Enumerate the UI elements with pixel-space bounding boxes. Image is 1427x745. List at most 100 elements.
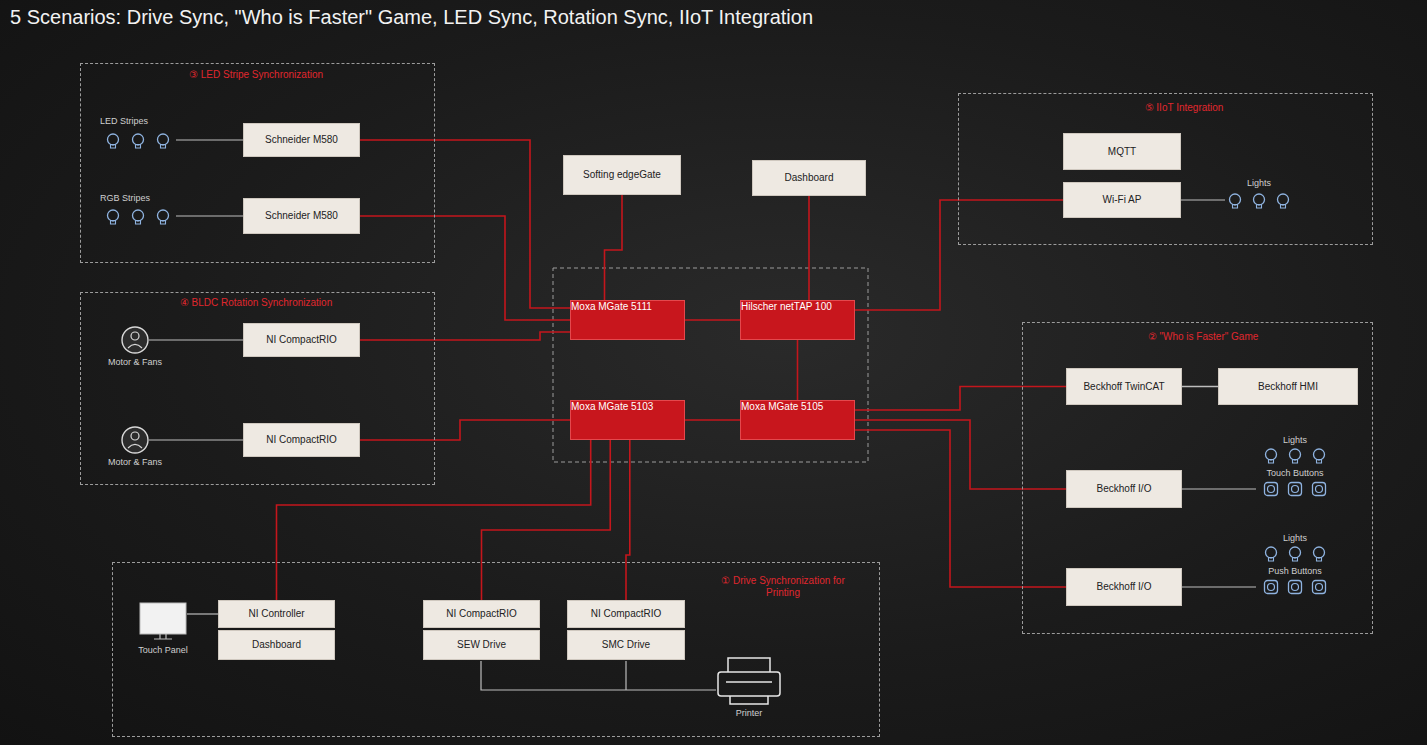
leader-line: [149, 339, 243, 340]
leader-line: [176, 139, 243, 140]
scenario-group: ② "Who is Faster" GameBeckhoff TwinCAT Be…: [1022, 322, 1373, 634]
button-icon: [1289, 581, 1302, 594]
box-label: NI Controller: [248, 608, 304, 620]
group-heading: ⑤ IIoT Integration: [1109, 102, 1259, 114]
device-box: NI Controller: [218, 600, 335, 628]
button-icon: [1265, 483, 1278, 496]
wire-connector: [685, 419, 740, 421]
device-box: NI CompactRIO: [567, 600, 685, 628]
annotation-label: Lights: [1283, 435, 1307, 445]
wire-connector: [482, 440, 611, 600]
box-label: Moxa MGate 5103: [571, 401, 684, 412]
wire-connector: [855, 430, 1066, 587]
annotation-label: Touch Panel: [138, 645, 188, 655]
bulb-icon: [158, 210, 169, 224]
annotation-label: Printer: [736, 708, 763, 718]
device-box: Softing edgeGate: [563, 155, 681, 195]
box-label: Moxa MGate 5111: [571, 301, 684, 312]
annotation-label: Push Buttons: [1268, 566, 1322, 576]
scenario-group: ③ LED Stripe SynchronizationSchneider M5…: [80, 63, 435, 263]
motor-icons: [122, 327, 148, 453]
wire-connector: [360, 216, 570, 320]
annotation-label: Touch Buttons: [1266, 468, 1323, 478]
printer-tray: [730, 696, 768, 704]
bulb-icon: [133, 210, 144, 224]
printer-icon: [718, 658, 780, 704]
screen-shape: [140, 603, 186, 634]
gateway-box: Moxa MGate 5105: [740, 400, 855, 440]
bulb-icon: [1278, 194, 1289, 208]
device-box: Schneider M580: [243, 198, 360, 234]
button-icon: [1265, 581, 1278, 594]
gateway-box: Moxa MGate 5103: [570, 400, 685, 440]
printer-body: [718, 672, 780, 696]
gateway-region: [553, 268, 868, 462]
box-label: NI CompactRIO: [266, 434, 337, 446]
device-box: SMC Drive: [567, 630, 685, 660]
wire-connector: [277, 440, 591, 600]
annotation-label: Lights: [1247, 178, 1271, 188]
annotation-label: LED Stripes: [100, 116, 148, 126]
bulb-icon: [158, 134, 169, 148]
box-label: SEW Drive: [457, 639, 506, 651]
gateway-box: Hilscher netTAP 100: [740, 300, 855, 340]
bulb-icon: [108, 134, 119, 148]
group-heading: ① Drive Synchronization for Printing: [703, 575, 863, 599]
box-label: NI CompactRIO: [591, 608, 662, 620]
leader-line: [1182, 488, 1256, 489]
leader-line: [1182, 586, 1256, 587]
wire-connector: [797, 340, 799, 400]
device-box: NI CompactRIO: [243, 323, 360, 357]
gateway-box: Moxa MGate 5111: [570, 300, 685, 340]
device-box: Beckhoff HMI: [1218, 368, 1358, 405]
touch-panel-icon: [140, 603, 186, 639]
annotation-label: Motor & Fans: [108, 457, 162, 467]
bulb-icon: [1290, 547, 1301, 561]
leader-line: [149, 439, 243, 440]
wire-connector: [855, 200, 1063, 310]
group-heading: ③ LED Stripe Synchronization: [151, 69, 361, 81]
bulb-icon: [1230, 194, 1241, 208]
box-label: Moxa MGate 5105: [741, 401, 854, 412]
motor-icon: [131, 432, 139, 440]
box-label: Beckhoff TwinCAT: [1083, 381, 1164, 393]
box-label: Beckhoff I/O: [1097, 483, 1152, 495]
wire-connector: [605, 195, 623, 300]
wire-connector: [1182, 386, 1218, 388]
screen-stand: [154, 634, 172, 639]
leader-line: [176, 215, 243, 216]
box-label: Beckhoff HMI: [1258, 381, 1318, 393]
wire-connector: [360, 332, 570, 340]
motor-icon: [128, 445, 142, 449]
group-heading: ② "Who is Faster" Game: [1103, 331, 1303, 343]
wire-connector: [808, 196, 810, 300]
annotation-label: Lights: [1283, 533, 1307, 543]
scenario-group: ① Drive Synchronization for Printing NI C…: [112, 562, 880, 737]
bulb-icon: [108, 210, 119, 224]
scenario-group: ⑤ IIoT IntegrationMQTTWi-Fi AP: [958, 93, 1373, 245]
motor-icon: [128, 345, 142, 349]
motor-icon: [122, 427, 148, 453]
wire-connector: [360, 140, 570, 308]
leader-line: [187, 613, 218, 614]
device-box: SEW Drive: [423, 630, 540, 660]
device-box: Schneider M580: [243, 123, 360, 157]
wire-connector: [855, 387, 1066, 411]
leader-line: [481, 661, 716, 690]
annotation-label: Motor & Fans: [108, 357, 162, 367]
diagram-title: 5 Scenarios: Drive Sync, "Who is Faster"…: [10, 6, 813, 29]
device-box: Beckhoff TwinCAT: [1066, 368, 1182, 405]
button-icon: [1313, 581, 1326, 594]
box-label: Dashboard: [785, 172, 834, 184]
bulb-icon: [1266, 449, 1277, 463]
box-label: NI CompactRIO: [446, 608, 517, 620]
wire-connector: [360, 420, 570, 440]
box-label: Schneider M580: [265, 134, 338, 146]
device-box: Dashboard: [752, 160, 866, 196]
led-bulbs: [108, 134, 1326, 594]
device-box: MQTT: [1063, 133, 1181, 170]
box-label: Dashboard: [252, 639, 301, 651]
leader-lines: [149, 140, 1256, 690]
annotation-label: RGB Stripes: [100, 193, 150, 203]
